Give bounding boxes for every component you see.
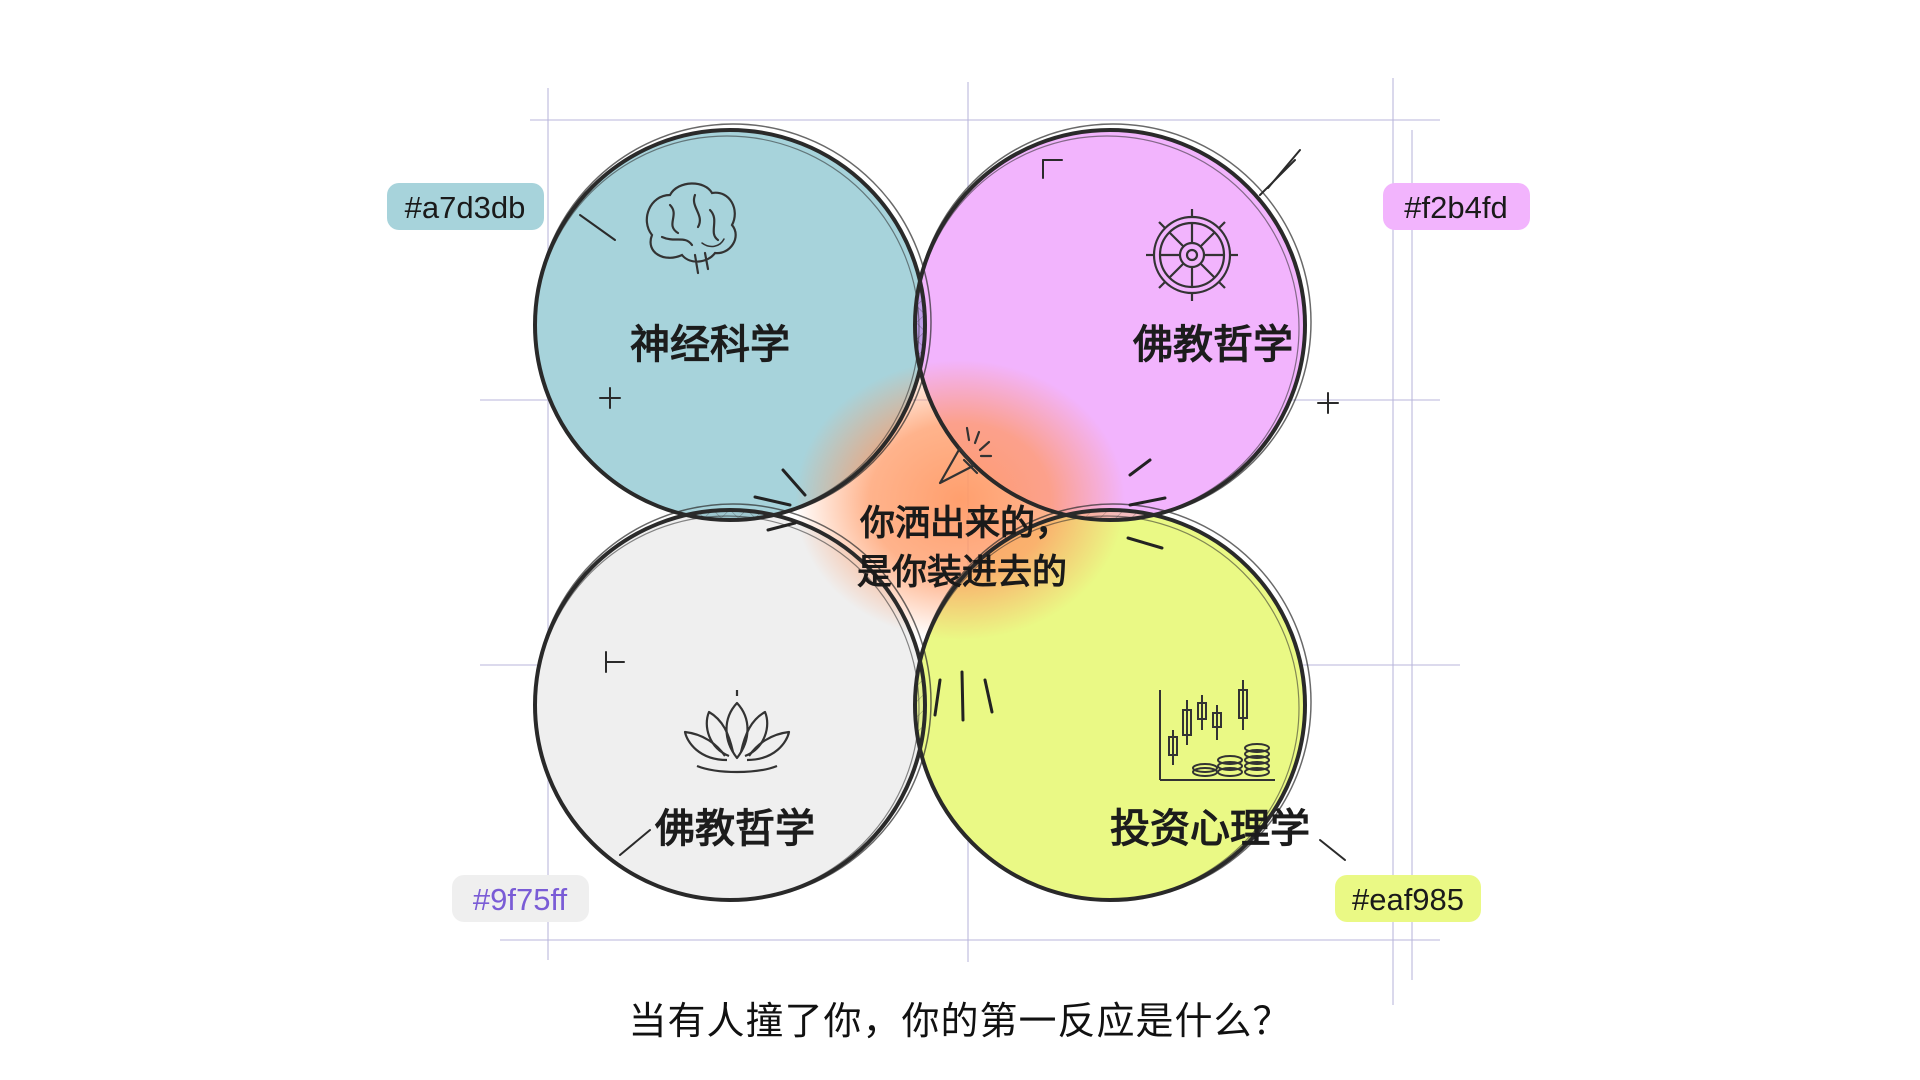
subtitle-caption: 当有人撞了你，你的第一反应是什么？ (628, 999, 1292, 1043)
svg-text:#9f75ff: #9f75ff (473, 882, 568, 917)
color-tag-pink: #f2b4fd (1383, 183, 1530, 230)
registration-marks (579, 149, 1346, 861)
label-investment-psychology: 投资心理学 (1110, 806, 1310, 852)
label-buddhist-philosophy-bottom: 佛教哲学 (654, 806, 815, 852)
dharma-wheel-icon (1146, 209, 1238, 301)
color-tag-yellow: #eaf985 (1335, 875, 1481, 922)
center-text-line1: 你洒出来的， (859, 504, 1070, 544)
svg-text:#a7d3db: #a7d3db (405, 190, 526, 225)
candlestick-coins-icon (1159, 680, 1275, 781)
label-neuroscience: 神经科学 (630, 322, 790, 368)
svg-text:#f2b4fd: #f2b4fd (1404, 190, 1507, 225)
circle-outlines (533, 123, 1312, 902)
color-tag-teal: #a7d3db (387, 183, 544, 230)
label-buddhist-philosophy-top: 佛教哲学 (1132, 322, 1293, 368)
lotus-icon (683, 690, 791, 774)
color-tag-purple: #9f75ff (452, 875, 589, 922)
cursor-click-icon (938, 426, 993, 485)
center-text-line2: 是你装进去的 (857, 553, 1067, 593)
emphasis-strokes (753, 458, 1167, 722)
brain-icon (645, 182, 737, 275)
center-glow (795, 360, 1125, 640)
svg-text:#eaf985: #eaf985 (1352, 882, 1464, 917)
